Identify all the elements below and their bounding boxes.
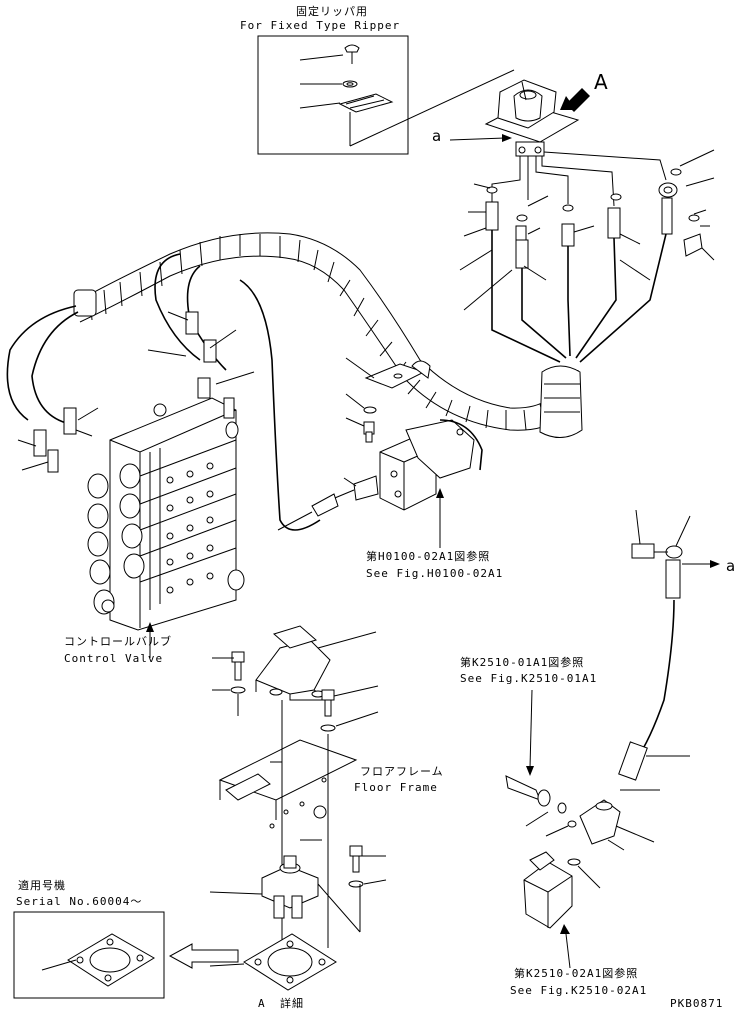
fig-h0100-jp: 第H0100-02A1図参照 bbox=[366, 550, 491, 563]
fig-k2510-01-jp: 第K2510-01A1図参照 bbox=[460, 656, 585, 669]
detail-a-word: 詳細 bbox=[280, 997, 304, 1010]
detail-a-letter: A bbox=[258, 997, 266, 1010]
ref-a-right: a bbox=[726, 557, 736, 575]
fig-h0100-en: See Fig.H0100-02A1 bbox=[366, 567, 504, 580]
fig-k2510-02-en: See Fig.K2510-02A1 bbox=[510, 984, 648, 997]
serial-inset bbox=[13, 911, 165, 999]
k2510-parts bbox=[505, 509, 720, 969]
serial-en: Serial No.60004〜 bbox=[16, 895, 143, 908]
fixed-ripper-inset bbox=[257, 35, 515, 155]
travel-block bbox=[277, 419, 483, 548]
detail-a bbox=[168, 625, 387, 991]
ppc-valve-top bbox=[449, 79, 590, 157]
control-valve-jp: コントロールバルブ bbox=[64, 635, 172, 648]
floor-frame-en: Floor Frame bbox=[354, 781, 438, 794]
fig-k2510-01-en: See Fig.K2510-01A1 bbox=[460, 672, 598, 685]
fixed-ripper-title-en: For Fixed Type Ripper bbox=[240, 19, 401, 32]
ref-a-left: a bbox=[432, 127, 442, 145]
control-valve-en: Control Valve bbox=[64, 652, 164, 665]
hose-bundle bbox=[6, 232, 583, 531]
serial-jp: 適用号機 bbox=[18, 879, 66, 892]
fixed-ripper-title-jp: 固定リッパ用 bbox=[296, 5, 368, 18]
clamp-center bbox=[345, 357, 431, 443]
floor-frame-jp: フロアフレーム bbox=[360, 765, 444, 778]
hose-set-top bbox=[459, 149, 715, 363]
control-valve bbox=[17, 311, 255, 658]
fig-k2510-02-jp: 第K2510-02A1図参照 bbox=[514, 967, 639, 980]
drawing-number: PKB0871 bbox=[670, 997, 724, 1010]
view-marker-a: A bbox=[594, 70, 608, 94]
